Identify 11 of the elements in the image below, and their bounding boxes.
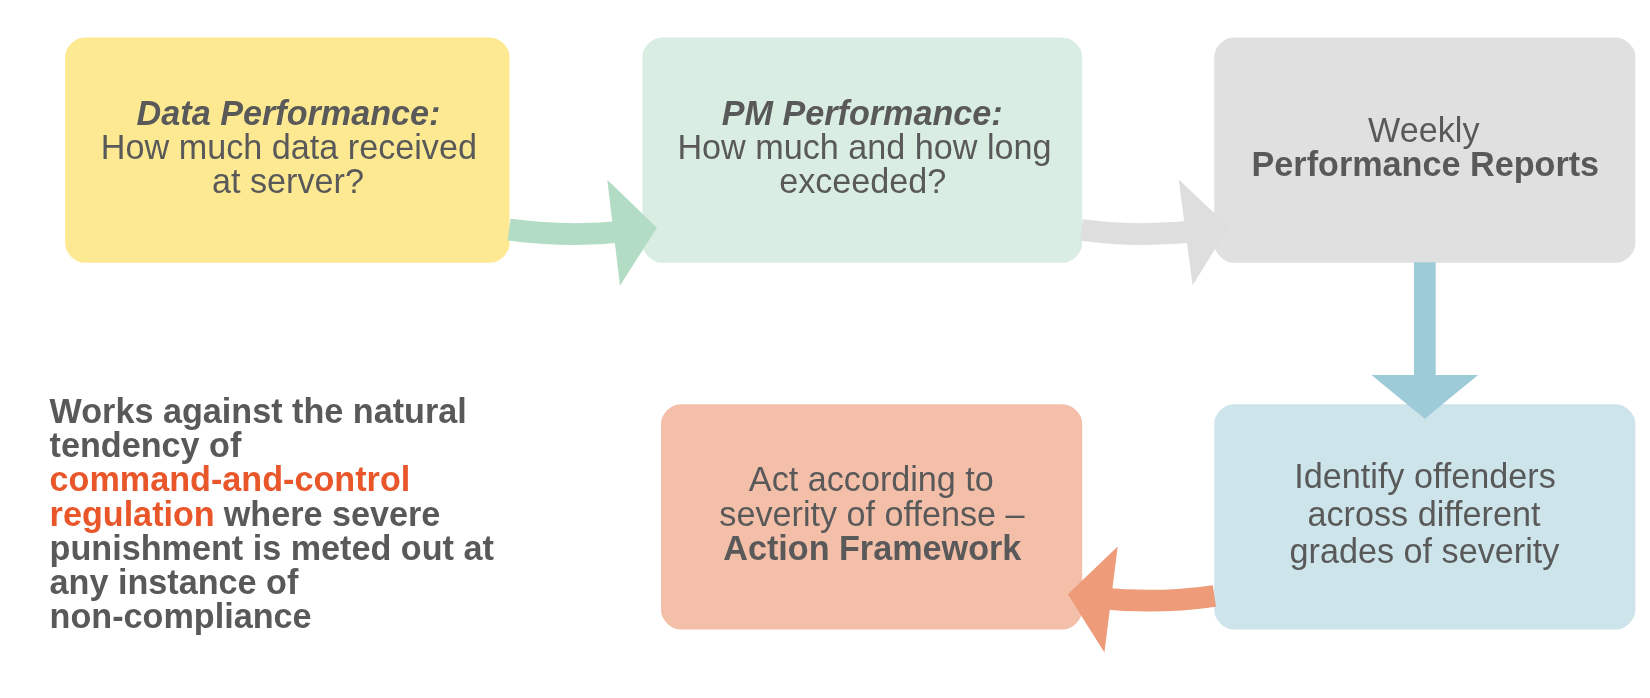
node-box: Data Performance: How much data received at server? bbox=[65, 37, 510, 263]
node-box: Identify offenders across different grades of severity bbox=[1214, 404, 1636, 630]
node-box: Act according to severity of offense – Action Framework bbox=[661, 404, 1083, 630]
label: where severe bbox=[223, 494, 441, 533]
arrow bbox=[1067, 546, 1216, 653]
label: Works against the natural tendency of bbox=[49, 391, 467, 465]
label: regulation bbox=[49, 494, 215, 533]
node-box: PM Performance: How much and how long exceeded? bbox=[642, 37, 1083, 263]
node-box: Weekly Performance Reports bbox=[1214, 37, 1636, 263]
arrow bbox=[1371, 262, 1479, 419]
arrow bbox=[507, 179, 657, 286]
